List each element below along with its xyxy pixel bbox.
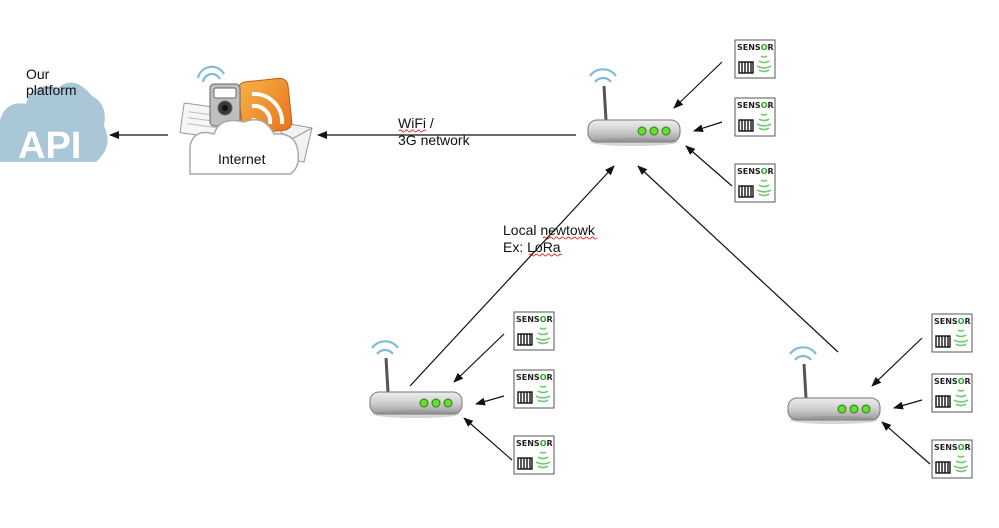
sensor-icon: SENSOR: [931, 373, 973, 413]
api-cloud: API: [0, 82, 108, 167]
arrow-sensor-to-right-router: [893, 399, 923, 410]
arrow-sensor-to-gateway: [673, 61, 723, 109]
api-label: API: [18, 125, 81, 167]
right-router-icon: [786, 345, 882, 426]
arrow-sensor-to-right-router: [881, 421, 931, 465]
sensor-icon: SENSOR: [734, 97, 776, 137]
sensor-icon: SENSOR: [734, 39, 776, 79]
arrow-sensor-to-left-router: [463, 417, 513, 461]
svg-text:SENSOR: SENSOR: [934, 317, 971, 326]
arrow-left-router-to-gateway: [409, 165, 615, 387]
arrow-sensor-to-right-router: [871, 337, 923, 387]
sensor-icon: SENSOR: [513, 369, 555, 409]
wifi-label-line2: 3G network: [398, 132, 471, 148]
arrow-sensor-to-gateway: [685, 145, 733, 187]
spellcheck-underline: [542, 236, 598, 240]
svg-text:SENSOR: SENSOR: [737, 167, 774, 176]
svg-text:SENSOR: SENSOR: [737, 101, 774, 110]
platform-label-line1: Our: [26, 66, 50, 82]
svg-text:SENSOR: SENSOR: [934, 377, 971, 386]
svg-text:SENSOR: SENSOR: [934, 443, 971, 452]
sensor-icon: SENSOR: [513, 311, 555, 351]
spellcheck-underline: [528, 253, 563, 257]
sensor-icon: SENSOR: [931, 439, 973, 479]
sensor-icon: SENSOR: [513, 435, 555, 475]
sensor-icon: SENSOR: [931, 313, 973, 353]
internet-label: Internet: [218, 151, 266, 167]
local-label-line1: Local newtowk: [503, 222, 596, 238]
spellcheck-underline: [398, 129, 427, 133]
internet-icon: Internet: [179, 65, 313, 175]
svg-text:SENSOR: SENSOR: [516, 315, 553, 324]
arrow-sensor-to-left-router: [475, 395, 505, 406]
svg-text:SENSOR: SENSOR: [516, 439, 553, 448]
svg-text:SENSOR: SENSOR: [737, 43, 774, 52]
local-label-line2: Ex: LoRa: [503, 239, 561, 255]
arrow-sensor-to-left-router: [453, 333, 505, 383]
wifi-label-line1: WiFi /: [398, 115, 434, 131]
arrow-sensor-to-gateway: [693, 121, 723, 133]
arrow-right-router-to-gateway: [637, 165, 839, 353]
svg-text:SENSOR: SENSOR: [516, 373, 553, 382]
gateway-router-icon: [586, 67, 682, 148]
platform-label-line2: platform: [26, 82, 77, 98]
sensor-icon: SENSOR: [734, 163, 776, 203]
